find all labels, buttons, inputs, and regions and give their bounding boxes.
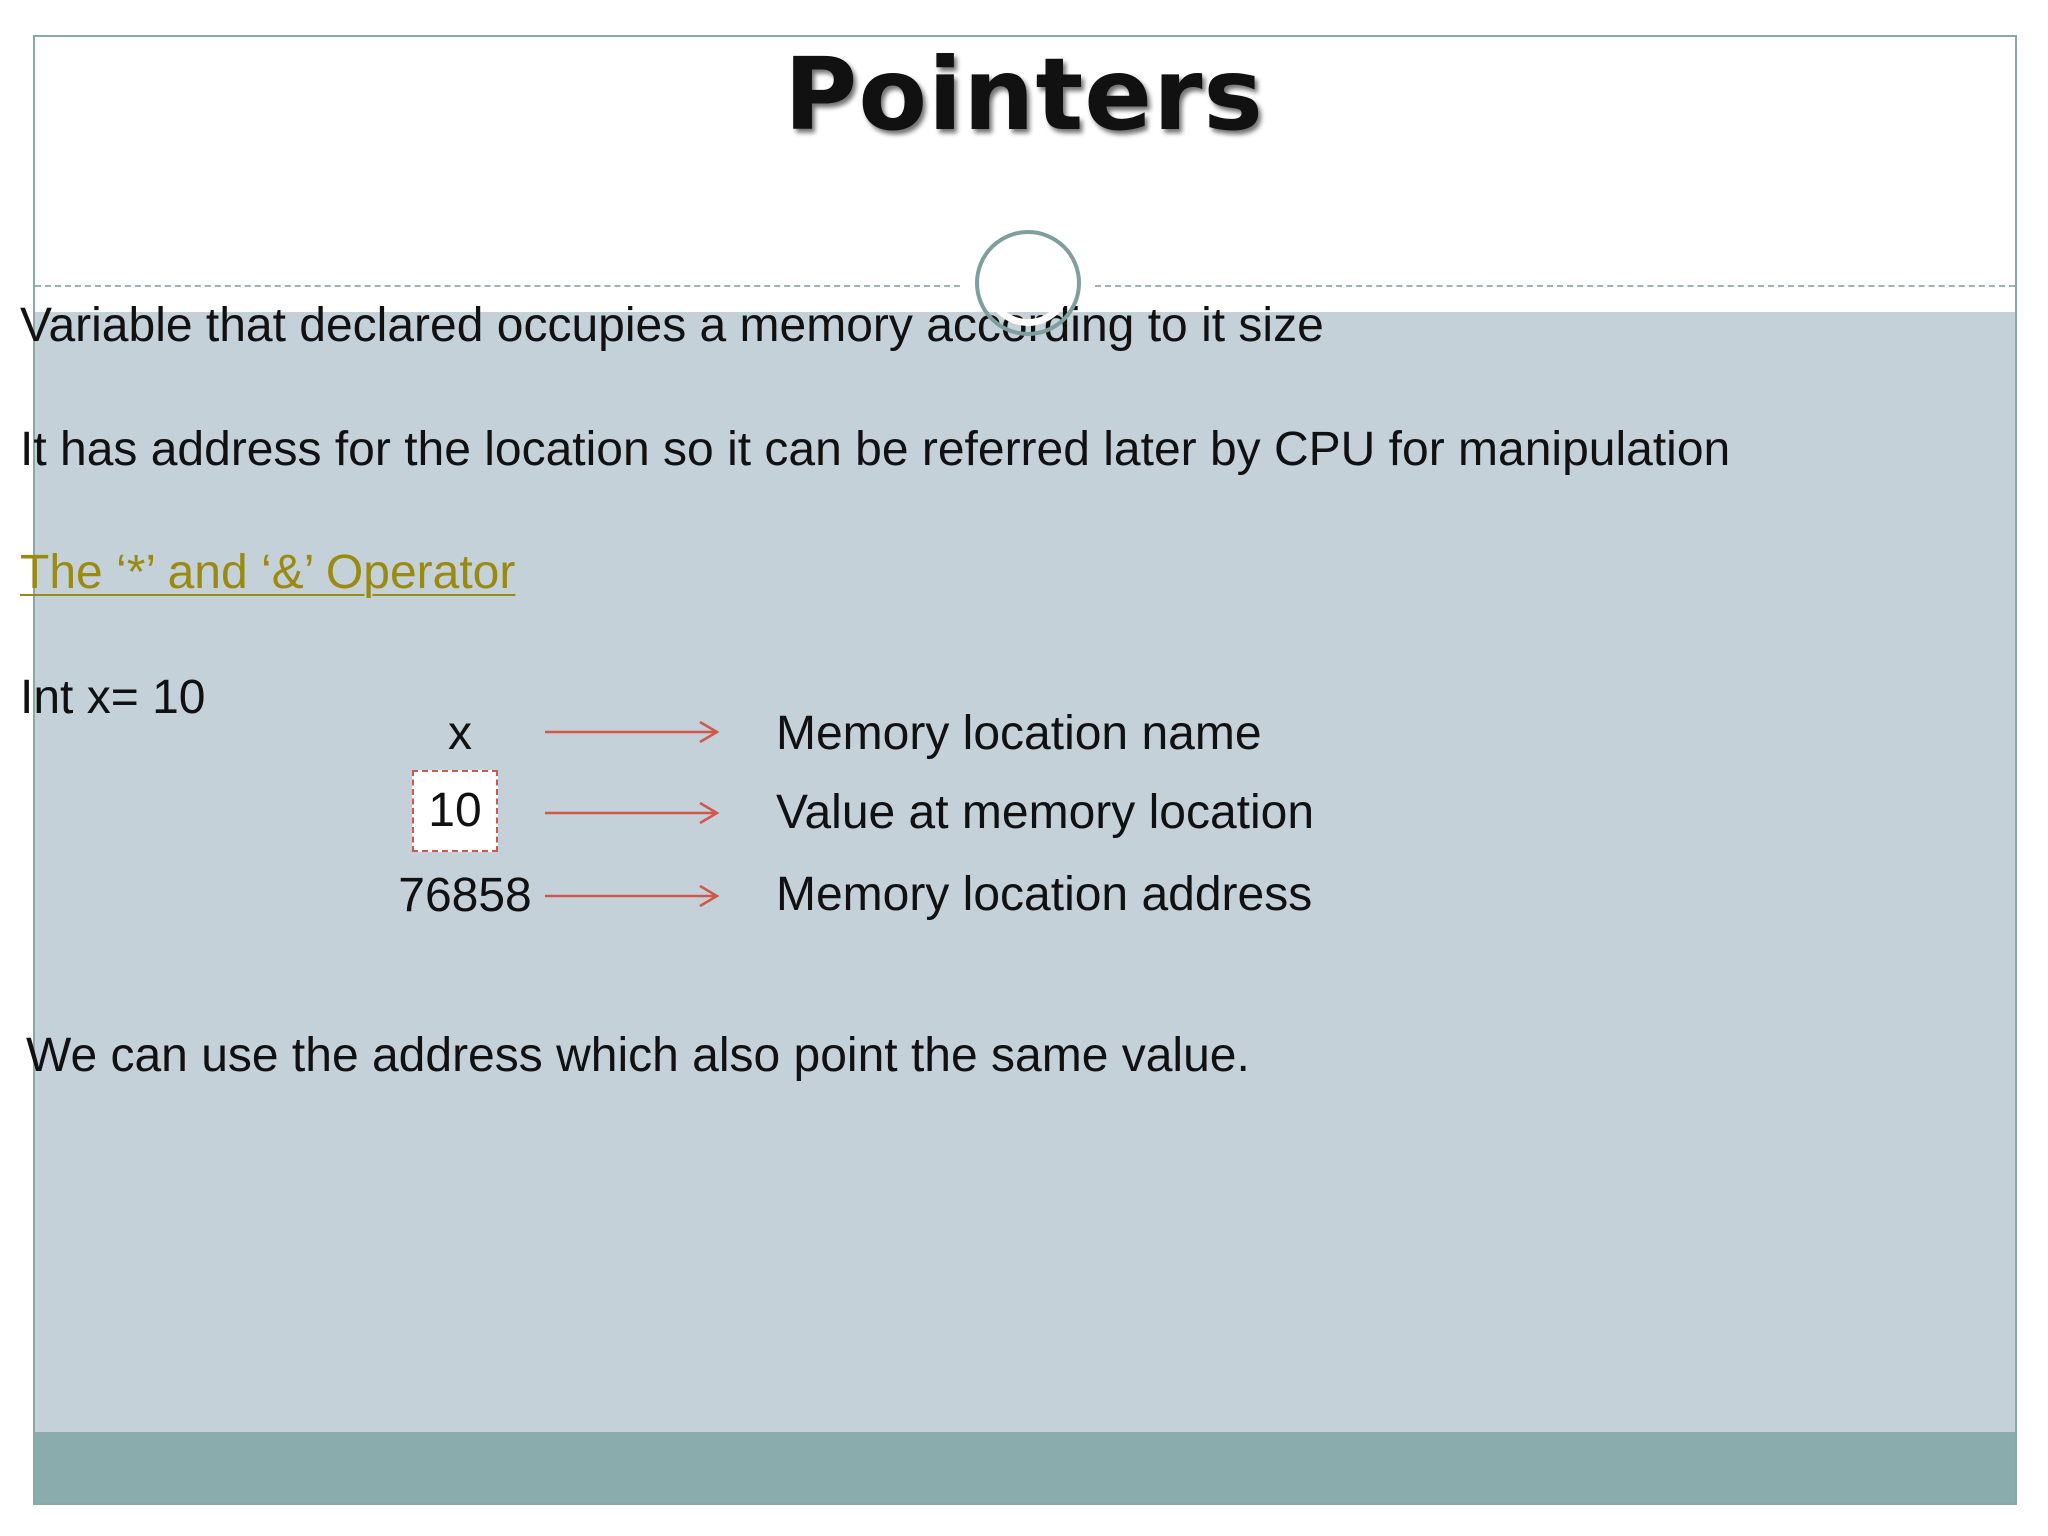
diagram-label-address: Memory location address [776, 868, 1313, 921]
diagram-address: 76858 [398, 869, 532, 922]
decorative-ring-icon [975, 230, 1081, 336]
operator-link[interactable]: The ‘*’ and ‘&’ Operator [20, 546, 516, 599]
content-background [35, 312, 2015, 1432]
diagram-label-name: Memory location name [776, 707, 1262, 760]
paragraph-address: It has address for the location so it ca… [20, 423, 1731, 476]
arrow-icon [545, 720, 720, 744]
footer-band [35, 1432, 2015, 1503]
decorative-ring-inner [985, 240, 1071, 326]
conclusion-text: We can use the address which also point … [26, 1029, 1250, 1082]
declaration-text: Int x= 10 [20, 671, 206, 724]
paragraph-variable-memory: Variable that declared occupies a memory… [20, 299, 1324, 352]
slide-title: Pointers [784, 36, 1264, 153]
diagram-variable-name: x [448, 707, 472, 760]
arrow-icon [545, 884, 720, 908]
diagram-label-value: Value at memory location [776, 786, 1315, 839]
diagram-value-box: 10 [412, 770, 498, 852]
title-divider-right [1095, 285, 2015, 287]
title-divider-left [35, 285, 960, 287]
arrow-icon [545, 801, 720, 825]
